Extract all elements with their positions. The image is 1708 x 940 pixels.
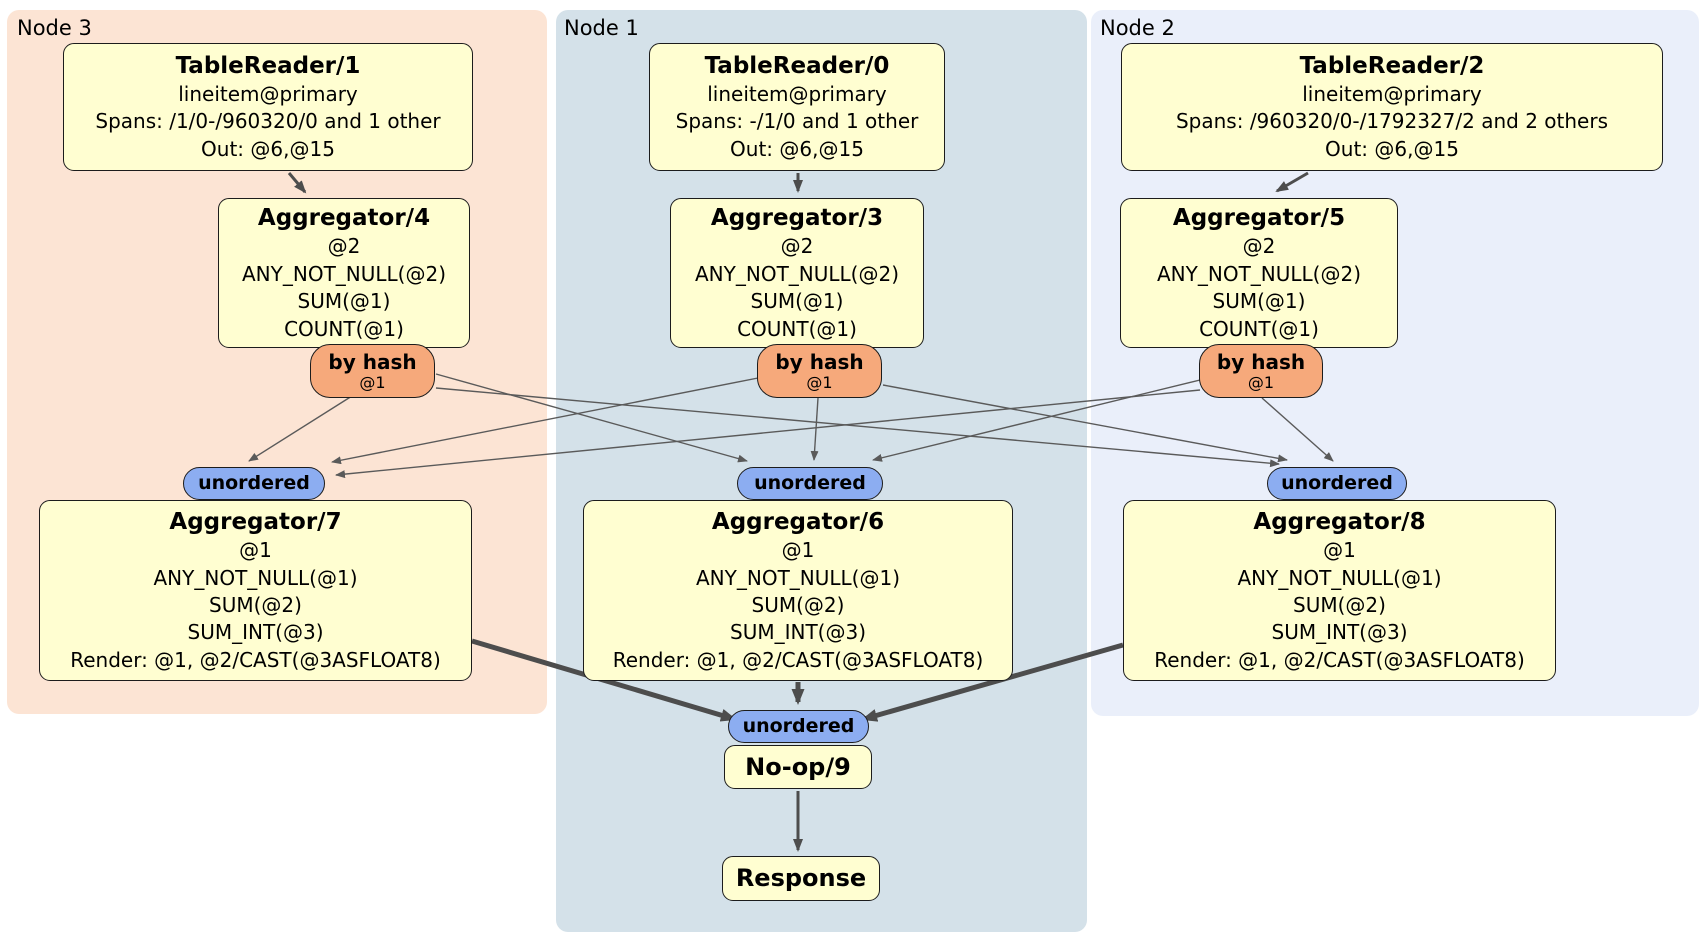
aggregator-5-box: Aggregator/5 @2 ANY_NOT_NULL(@2) SUM(@1)… [1120, 198, 1398, 348]
processor-title: TableReader/0 [704, 52, 890, 79]
processor-detail: ANY_NOT_NULL(@2) [1157, 261, 1361, 286]
processor-title: Aggregator/4 [257, 205, 431, 232]
tablereader-0-box: TableReader/0 lineitem@primary Spans: -/… [649, 43, 945, 171]
processor-title: Response [735, 864, 867, 893]
processor-detail: ANY_NOT_NULL(@1) [1237, 565, 1442, 590]
edge-hash3-sync3 [248, 395, 353, 462]
hash-router-node1: by hash @1 [757, 344, 882, 398]
edge-tr1-agg4 [287, 172, 307, 194]
hash-router-tag: @1 [806, 372, 833, 392]
edge-tr2-agg5 [1275, 171, 1309, 193]
unordered-sync-node3: unordered [183, 467, 325, 500]
aggregator-6-box: Aggregator/6 @1 ANY_NOT_NULL(@1) SUM(@2)… [583, 500, 1013, 681]
processor-index: lineitem@primary [707, 82, 887, 107]
node2-label: Node 2 [1100, 16, 1175, 40]
processor-out: Out: @6,@15 [201, 136, 335, 161]
hash-router-tag: @1 [359, 372, 386, 392]
aggregator-7-box: Aggregator/7 @1 ANY_NOT_NULL(@1) SUM(@2)… [39, 500, 472, 681]
processor-detail: @1 [781, 538, 815, 563]
processor-detail: SUM_INT(@3) [730, 620, 866, 645]
tablereader-1-box: TableReader/1 lineitem@primary Spans: /1… [63, 43, 473, 171]
processor-detail: @2 [780, 234, 814, 259]
processor-title: TableReader/2 [1299, 52, 1485, 79]
processor-out: Out: @6,@15 [1325, 136, 1459, 161]
response-box: Response [722, 856, 880, 901]
processor-detail: ANY_NOT_NULL(@1) [153, 565, 358, 590]
processor-detail: @2 [1242, 234, 1276, 259]
edge-hash1-sync3 [331, 377, 759, 465]
processor-detail: COUNT(@1) [737, 316, 857, 341]
edge-hash3-sync1 [435, 373, 748, 463]
node1-label: Node 1 [564, 16, 639, 40]
processor-title: Aggregator/8 [1253, 508, 1426, 535]
processor-detail: ANY_NOT_NULL(@1) [696, 565, 900, 590]
aggregator-4-box: Aggregator/4 @2 ANY_NOT_NULL(@2) SUM(@1)… [218, 198, 470, 348]
processor-render: Render: @1, @2/CAST(@3ASFLOAT8) [1154, 647, 1525, 672]
processor-render: Render: @1, @2/CAST(@3ASFLOAT8) [70, 647, 441, 672]
processor-detail: COUNT(@1) [284, 316, 404, 341]
edge-hash2-sync2 [1261, 397, 1334, 462]
processor-index: lineitem@primary [178, 82, 358, 107]
edge-hash1-sync2 [882, 384, 1288, 463]
processor-detail: SUM(@1) [1212, 289, 1306, 314]
processor-title: No-op/9 [745, 752, 851, 781]
processor-title: Aggregator/5 [1172, 205, 1346, 232]
edge-hash2-sync3 [335, 389, 1201, 479]
processor-render: Render: @1, @2/CAST(@3ASFLOAT8) [612, 647, 984, 672]
unordered-sync-node1: unordered [737, 467, 883, 500]
processor-out: Out: @6,@15 [730, 136, 864, 161]
processor-detail: @1 [1323, 538, 1356, 563]
processor-spans: Spans: -/1/0 and 1 other [675, 109, 919, 134]
processor-detail: ANY_NOT_NULL(@2) [695, 261, 899, 286]
unordered-sync-final: unordered [728, 710, 869, 743]
node3-label: Node 3 [17, 16, 92, 40]
processor-spans: Spans: /960320/0-/1792327/2 and 2 others [1175, 109, 1608, 134]
processor-title: Aggregator/7 [169, 508, 342, 535]
hash-router-node2: by hash @1 [1199, 344, 1323, 398]
processor-detail: SUM_INT(@3) [187, 620, 324, 645]
processor-title: Aggregator/6 [711, 508, 885, 535]
processor-detail: @1 [239, 538, 272, 563]
processor-detail: SUM(@2) [1293, 592, 1386, 617]
processor-detail: ANY_NOT_NULL(@2) [242, 261, 446, 286]
aggregator-8-box: Aggregator/8 @1 ANY_NOT_NULL(@1) SUM(@2)… [1123, 500, 1556, 681]
processor-spans: Spans: /1/0-/960320/0 and 1 other [95, 109, 441, 134]
processor-detail: SUM(@1) [297, 289, 391, 314]
hash-router-label: by hash [775, 349, 864, 374]
tablereader-2-box: TableReader/2 lineitem@primary Spans: /9… [1121, 43, 1663, 171]
noop-box: No-op/9 [724, 745, 872, 789]
processor-detail: SUM(@2) [751, 592, 845, 617]
unordered-sync-node2: unordered [1267, 467, 1407, 500]
processor-detail: SUM(@2) [209, 592, 302, 617]
processor-detail: COUNT(@1) [1199, 316, 1319, 341]
processor-title: Aggregator/3 [710, 205, 884, 232]
hash-router-label: by hash [328, 349, 417, 374]
aggregator-3-box: Aggregator/3 @2 ANY_NOT_NULL(@2) SUM(@1)… [670, 198, 924, 348]
edge-agg8-finalsync [861, 642, 1124, 722]
edge-hash3-sync2 [435, 387, 1280, 468]
processor-detail: SUM(@1) [750, 289, 844, 314]
processor-detail: @2 [327, 234, 361, 259]
processor-detail: SUM_INT(@3) [1271, 620, 1408, 645]
edge-hash2-sync1 [872, 379, 1201, 462]
edge-hash1-sync1 [810, 397, 819, 461]
processor-index: lineitem@primary [1302, 82, 1482, 107]
hash-router-label: by hash [1216, 349, 1306, 374]
hash-router-tag: @1 [1247, 372, 1275, 392]
hash-router-node3: by hash @1 [310, 344, 435, 398]
processor-title: TableReader/1 [175, 52, 361, 79]
